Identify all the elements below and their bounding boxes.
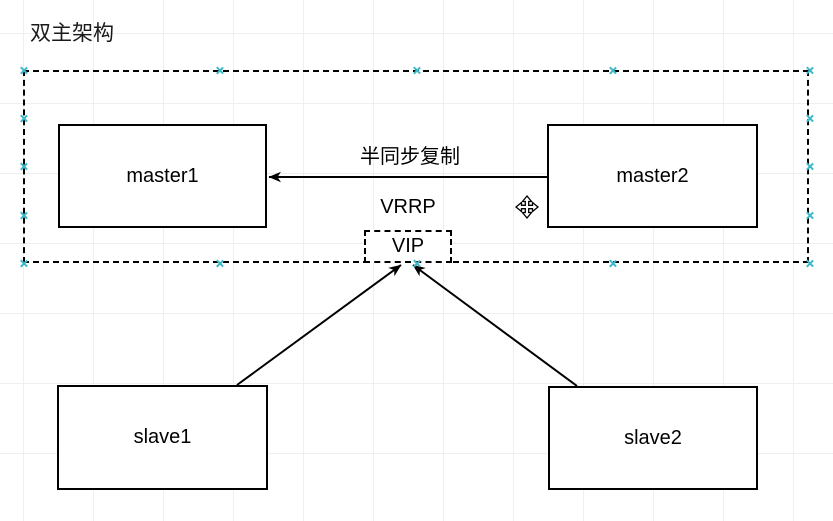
selection-handle-icon[interactable] [608, 259, 617, 268]
selection-handle-icon[interactable] [19, 259, 28, 268]
selection-handle-icon[interactable] [215, 259, 224, 268]
selection-handle-icon[interactable] [19, 114, 28, 123]
node-slave1[interactable]: slave1 [57, 385, 268, 490]
selection-handle-icon[interactable] [19, 211, 28, 220]
node-master1[interactable]: master1 [58, 124, 267, 228]
node-slave2[interactable]: slave2 [548, 386, 758, 490]
node-master1-label: master1 [126, 164, 199, 187]
node-slave1-label: slave1 [133, 426, 192, 448]
selection-handle-icon[interactable] [215, 66, 224, 75]
selection-handle-icon[interactable] [19, 66, 28, 75]
selection-handle-icon[interactable] [805, 114, 814, 123]
move-cursor-icon [514, 194, 540, 220]
edge-label-replication[interactable]: 半同步复制 [360, 146, 460, 168]
selection-handle-icon[interactable] [412, 66, 421, 75]
label-vrrp[interactable]: VRRP [380, 196, 436, 218]
selection-handle-icon[interactable] [412, 259, 421, 268]
edge-slave2-to-vip[interactable] [412, 264, 578, 387]
selection-handle-icon[interactable] [805, 66, 814, 75]
node-master2-label: master2 [616, 164, 689, 187]
selection-handle-icon[interactable] [19, 162, 28, 171]
node-master2[interactable]: master2 [547, 124, 758, 228]
node-vip-label: VIP [391, 235, 425, 257]
selection-handle-icon[interactable] [805, 162, 814, 171]
edge-slave1-to-vip[interactable] [236, 264, 402, 386]
selection-handle-icon[interactable] [805, 259, 814, 268]
selection-handle-icon[interactable] [805, 211, 814, 220]
node-vip[interactable]: VIP [364, 230, 452, 263]
node-slave2-label: slave2 [624, 426, 682, 449]
diagram-title[interactable]: 双主架构 [30, 22, 114, 45]
selection-handle-icon[interactable] [608, 66, 617, 75]
